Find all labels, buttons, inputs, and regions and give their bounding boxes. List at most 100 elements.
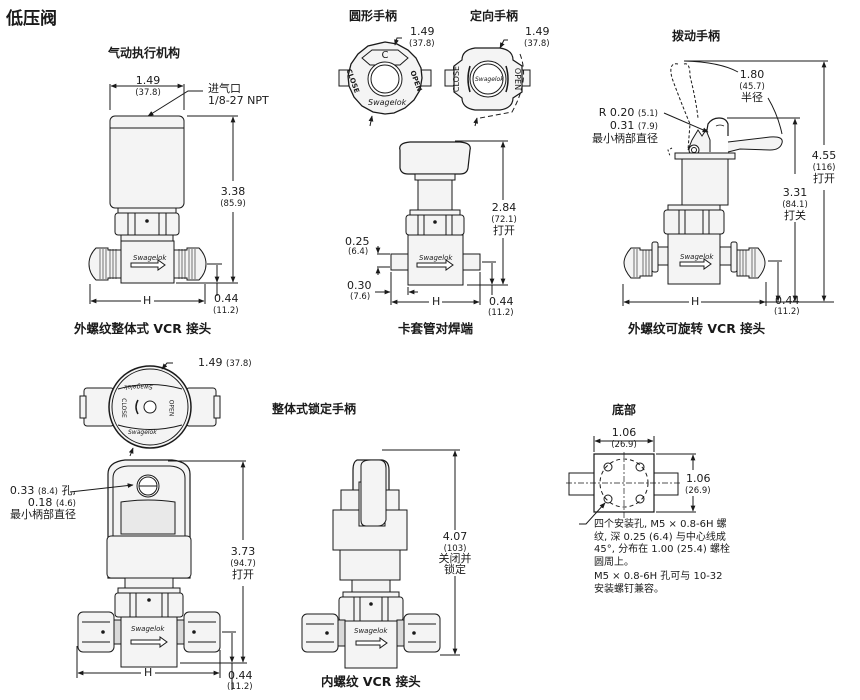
integral-height-in: 4.07 bbox=[440, 531, 470, 543]
tbw-h-label: H bbox=[432, 295, 441, 308]
pneumatic-valve-drawing bbox=[89, 83, 238, 304]
inlet-spec: 1/8-27 NPT bbox=[208, 94, 269, 107]
lock-min-dia-mm: (4.6) bbox=[55, 499, 76, 509]
toggle-handle-title: 拨动手柄 bbox=[672, 29, 721, 43]
swagelok-logo: Swagelok bbox=[133, 254, 167, 262]
toggle-body-note: 打关 bbox=[780, 210, 810, 222]
toggle-min-dia-in: 0.31 bbox=[609, 119, 635, 132]
pneumatic-offset-in: 0.44 bbox=[214, 292, 239, 305]
toggle-offset-mm: (11.2) bbox=[774, 307, 800, 317]
lock-hole-note: 孔, bbox=[61, 484, 77, 497]
lock-h-label: H bbox=[144, 666, 153, 679]
toggle-handle-drawing bbox=[623, 61, 834, 306]
locking-handle-drawing bbox=[70, 363, 247, 690]
lock-height-note: 打开 bbox=[228, 569, 258, 581]
lock-offset-in: 0.44 bbox=[228, 669, 253, 682]
toggle-r-mm: (5.1) bbox=[637, 109, 658, 119]
toggle-body-mm: (84.1) bbox=[778, 200, 812, 210]
toggle-radius-note: 半径 bbox=[741, 91, 763, 104]
integral-logo: Swagelok bbox=[354, 627, 388, 635]
toggle-h-label: H bbox=[691, 295, 700, 308]
directional-handle-dia-mm: (37.8) bbox=[524, 39, 550, 49]
bottom-note-compatibility: M5 × 0.8-6H 孔可与 10-32 安装螺钉兼容。 bbox=[594, 571, 723, 595]
bottom-height-in: 1.06 bbox=[686, 472, 711, 485]
bottom-width-in: 1.06 bbox=[608, 427, 640, 439]
pneumatic-height-in: 3.38 bbox=[218, 186, 248, 198]
toggle-min-dia: 0.31 (7.9) bbox=[590, 119, 658, 133]
integral-lock-drawing bbox=[302, 450, 460, 668]
pneumatic-height-mm: (85.9) bbox=[216, 199, 250, 209]
directional-handle-drawing bbox=[445, 40, 530, 126]
lock-height-mm: (94.7) bbox=[226, 559, 260, 569]
inlet-label: 进气口 bbox=[208, 82, 241, 95]
lock-min-dia-note: 最小柄部直径 bbox=[10, 508, 76, 521]
toggle-radius-in: 1.80 bbox=[739, 68, 765, 81]
pneumatic-h-label: H bbox=[143, 294, 152, 307]
lock-logo: Swagelok bbox=[131, 625, 165, 633]
bottom-height-mm: (26.9) bbox=[685, 486, 711, 496]
lock-hole: 0.33 (8.4) 孔, bbox=[8, 484, 77, 498]
directional-handle-logo: Swagelok bbox=[475, 76, 504, 83]
toggle-radius-mm: (45.7) bbox=[739, 82, 765, 92]
toggle-offset-in: 0.44 bbox=[775, 294, 800, 307]
toggle-total-note: 打开 bbox=[809, 173, 839, 185]
integral-height-mm: (103) bbox=[438, 544, 472, 554]
tbw-height-in: 2.84 bbox=[489, 202, 519, 214]
toggle-total-mm: (116) bbox=[807, 163, 841, 173]
lock-top-dia-mm: (37.8) bbox=[226, 359, 252, 369]
tbw-wall-in: 0.25 bbox=[345, 235, 370, 248]
tbw-wall-mm: (6.4) bbox=[348, 247, 369, 257]
lock-hole-in: 0.33 bbox=[9, 484, 35, 497]
tube-butt-weld-drawing bbox=[375, 141, 508, 305]
bottom-view-drawing bbox=[566, 436, 696, 524]
directional-handle-open: OPEN bbox=[513, 67, 523, 91]
lock-hole-mm: (8.4) bbox=[37, 487, 58, 497]
lock-min-dia-in: 0.18 bbox=[27, 496, 53, 509]
dim-value: 1.49 bbox=[135, 74, 161, 87]
toggle-r-value: R 0.20 bbox=[598, 106, 635, 119]
round-handle-logo: Swagelok bbox=[368, 98, 407, 107]
toggle-r-label: R 0.20 (5.1) bbox=[590, 106, 658, 120]
integral-lock-title: 整体式锁定手柄 bbox=[272, 402, 357, 416]
lock-height-in: 3.73 bbox=[228, 546, 258, 558]
bottom-note-mounting-holes: 四个安装孔, M5 × 0.8-6H 螺纹, 深 0.25 (6.4) 与中心线… bbox=[594, 519, 730, 568]
toggle-min-dia-note: 最小柄部直径 bbox=[592, 132, 658, 145]
pneumatic-title: 气动执行机构 bbox=[108, 46, 181, 60]
round-handle-title: 圆形手柄 bbox=[349, 9, 398, 23]
tbw-offset-in: 0.44 bbox=[489, 295, 514, 308]
toggle-total-in: 4.55 bbox=[809, 150, 839, 162]
lock-top-logo-upper: Swagelok bbox=[124, 383, 153, 390]
directional-handle-title: 定向手柄 bbox=[470, 9, 519, 23]
integral-height-note-1: 关闭并 bbox=[436, 553, 474, 565]
toggle-logo: Swagelok bbox=[680, 253, 714, 261]
integral-height-note-2: 锁定 bbox=[436, 564, 474, 576]
pneumatic-width-label: 1.49 bbox=[132, 75, 164, 87]
tbw-height-note: 打开 bbox=[489, 225, 519, 237]
lock-top-close: CLOSE bbox=[119, 398, 127, 418]
tbw-logo: Swagelok bbox=[419, 254, 453, 262]
tbw-stub-in: 0.30 bbox=[347, 279, 372, 292]
round-handle-dia-in: 1.49 bbox=[410, 25, 435, 38]
toggle-min-dia-mm: (7.9) bbox=[637, 122, 658, 132]
toggle-body-in: 3.31 bbox=[780, 187, 810, 199]
bottom-width-mm: (26.9) bbox=[611, 440, 637, 450]
lock-min-dia: 0.18 (4.6) bbox=[8, 496, 76, 510]
tbw-stub-mm: (7.6) bbox=[350, 292, 371, 302]
directional-handle-close: CLOSE bbox=[452, 65, 462, 93]
round-handle-c-mark: C bbox=[381, 50, 389, 61]
lock-top-dia-in: 1.49 bbox=[198, 356, 223, 369]
pneumatic-caption: 外螺纹整体式 VCR 接头 bbox=[74, 321, 212, 336]
tbw-offset-mm: (11.2) bbox=[488, 308, 514, 318]
lock-top-open: OPEN bbox=[167, 399, 175, 417]
pneumatic-offset-mm: (11.2) bbox=[213, 306, 239, 316]
round-handle-dia-mm: (37.8) bbox=[409, 39, 435, 49]
toggle-caption: 外螺纹可旋转 VCR 接头 bbox=[628, 321, 766, 336]
integral-caption: 内螺纹 VCR 接头 bbox=[321, 674, 421, 689]
directional-handle-dia-in: 1.49 bbox=[525, 25, 550, 38]
bottom-title: 底部 bbox=[612, 403, 637, 417]
round-handle-drawing bbox=[339, 38, 431, 126]
lock-offset-mm: (11.2) bbox=[227, 682, 253, 692]
page-title: 低压阀 bbox=[6, 9, 57, 29]
lock-top-logo-lower: Swagelok bbox=[128, 429, 157, 436]
